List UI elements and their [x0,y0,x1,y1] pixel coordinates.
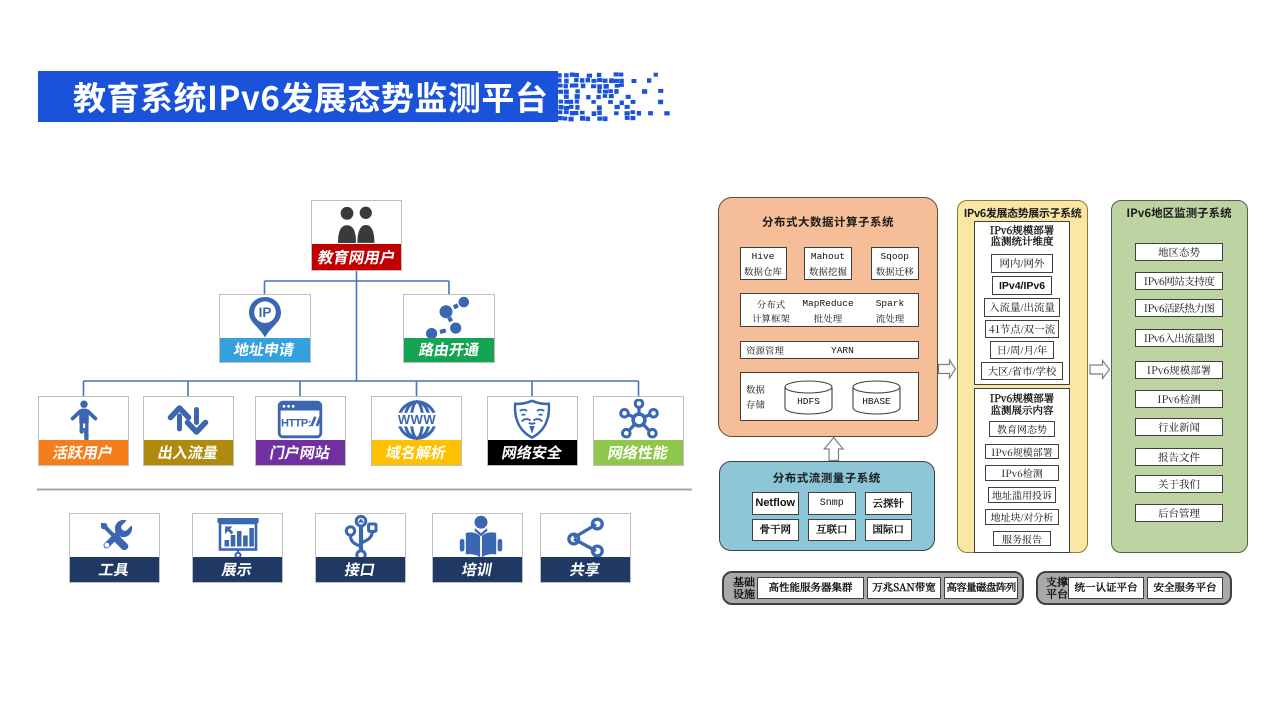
svg-text:WWW: WWW [397,412,436,427]
svg-text:HDFS: HDFS [797,396,820,407]
svg-text:HBASE: HBASE [862,396,891,407]
svg-text:HTTP:: HTTP: [281,417,311,429]
svg-text:IP: IP [258,305,271,320]
